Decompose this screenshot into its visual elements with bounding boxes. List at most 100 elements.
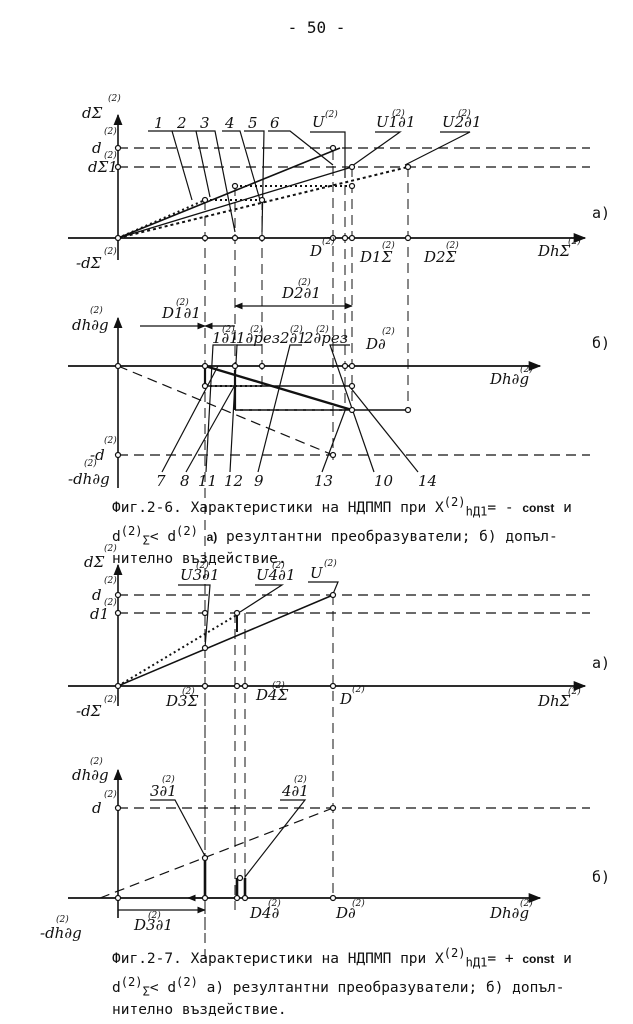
- fig7a-curve-u-label: U: [310, 564, 324, 582]
- figure-7-caption: Фиг.2-7. Характеристики на НДПМП при X(2…: [112, 946, 572, 1019]
- fig6b-label-1drez: 1∂рез: [236, 329, 280, 347]
- svg-text:(2): (2): [162, 774, 175, 785]
- fig6a-dotted-curve: [117, 199, 206, 239]
- svg-text:(2): (2): [104, 246, 117, 257]
- fig6a-callout-5: 5: [248, 114, 258, 132]
- svg-text:(2): (2): [104, 597, 117, 608]
- svg-text:(2): (2): [382, 326, 395, 337]
- fig6a-callout-2-leader: [172, 130, 211, 198]
- fig6a-callout-4-leader: [222, 130, 261, 201]
- fig6b-callout-7: 7: [156, 472, 166, 490]
- fig6b-callout-9-leader: [257, 344, 302, 473]
- fig7a-u4-leader: [239, 584, 285, 613]
- fig6a-callout-5-leader: [244, 130, 265, 233]
- fig6b-diag-dashed: [117, 365, 334, 456]
- fig7b-ytick-neg: -dh∂g: [40, 924, 82, 942]
- fig6a-curve-u-label: U: [312, 113, 326, 131]
- fig7b-label-dd: D∂: [335, 904, 356, 922]
- fig6a-callout-3-leader: [196, 130, 236, 233]
- fig6a-u2-leader: [404, 131, 471, 166]
- svg-text:(2): (2): [325, 109, 338, 120]
- fig6a-x-label: DhΣ: [537, 242, 571, 260]
- fig7b-ytick-d: d: [92, 799, 102, 817]
- fig7b-4d1-leader: [244, 799, 307, 878]
- fig6a-callout-2: 2: [176, 114, 187, 132]
- svg-text:(2): (2): [458, 108, 471, 119]
- fig6b-label-2drez: 2∂рез: [303, 329, 348, 347]
- fig6b-ytick-neg-d: -d: [90, 446, 105, 464]
- svg-text:(2): (2): [392, 108, 405, 119]
- fig6-panel-a: [68, 113, 590, 930]
- fig6a-callout-4: 4: [224, 114, 235, 132]
- fig6a-curve-u2-label: U2∂1: [442, 113, 482, 131]
- fig6b-callout-12-leader: [229, 344, 262, 473]
- fig7a-labels: dΣ (2) d (2) d1 (2) -dΣ (2) DhΣ (2) D3Σ …: [76, 543, 610, 720]
- fig6b-ytick-neg: -dh∂g: [68, 470, 110, 488]
- svg-text:(2): (2): [568, 236, 581, 247]
- fig6b-label-1d1: 1∂1: [212, 329, 239, 347]
- svg-text:(2): (2): [520, 364, 533, 375]
- svg-text:(2): (2): [268, 898, 281, 909]
- fig6a-callout-6-leader: [268, 130, 334, 166]
- fig6a-xtick-d: D: [309, 242, 322, 260]
- fig6a-u1-leader: [351, 131, 402, 167]
- fig7b-x-label: Dh∂g: [489, 904, 529, 922]
- fig7b-label-3d1: 3∂1: [150, 782, 177, 800]
- fig7a-y-label: dΣ: [84, 553, 105, 571]
- svg-text:(2): (2): [568, 686, 581, 697]
- fig6b-callout-14: 14: [418, 472, 437, 490]
- page-number: - 50 -: [287, 18, 346, 37]
- fig7a-ytick-neg: -dΣ: [76, 702, 102, 720]
- svg-text:(2): (2): [382, 240, 395, 251]
- fig6b-callout-14-leader: [349, 386, 419, 473]
- fig7b-3d1-leader: [150, 799, 206, 857]
- svg-text:(2): (2): [290, 324, 303, 335]
- svg-text:(2): (2): [104, 694, 117, 705]
- svg-text:(2): (2): [250, 324, 263, 335]
- fig6b-y-label: dh∂g: [72, 316, 109, 334]
- svg-text:(2): (2): [84, 458, 97, 469]
- svg-text:(2): (2): [196, 560, 209, 571]
- svg-text:(2): (2): [90, 305, 103, 316]
- fig6b-labels: dh∂g (2) -d (2) -dh∂g (2) Dh∂g (2) D1∂1 …: [68, 277, 610, 490]
- svg-text:(2): (2): [176, 297, 189, 308]
- svg-text:(2): (2): [104, 575, 117, 586]
- fig6a-xtick-d1s: D1Σ: [359, 248, 393, 266]
- fig7b-pane-label: б): [592, 868, 610, 886]
- fig6b-callout-7-leader: [161, 365, 219, 473]
- svg-text:(2): (2): [104, 543, 117, 554]
- fig7-panel-a: [68, 563, 590, 960]
- svg-text:(2): (2): [322, 236, 335, 247]
- svg-text:(2): (2): [446, 240, 459, 251]
- fig7a-curve-u4-label: U4∂1: [256, 566, 296, 584]
- svg-text:(2): (2): [148, 910, 161, 921]
- fig7a-ytick-d: d: [92, 586, 102, 604]
- fig6a-u-leader: [310, 131, 346, 178]
- fig6b-callout-13-leader: [321, 407, 347, 473]
- fig7b-label-d3: D3∂1: [133, 916, 173, 934]
- svg-text:(2): (2): [104, 789, 117, 800]
- fig6b-callout-10-leader: [329, 344, 375, 473]
- svg-text:(2): (2): [324, 558, 337, 569]
- fig7a-pane-label: а): [592, 654, 610, 672]
- fig6a-xtick-d2s: D2Σ: [423, 248, 457, 266]
- svg-text:(2): (2): [294, 774, 307, 785]
- svg-text:(2): (2): [182, 686, 195, 697]
- fig6b-callout-12: 12: [224, 472, 243, 490]
- fig6a-callout-3: 3: [200, 114, 210, 132]
- fig7b-y-label: dh∂g: [72, 766, 109, 784]
- svg-text:(2): (2): [352, 684, 365, 695]
- svg-text:(2): (2): [222, 324, 235, 335]
- fig7-panel-b: [68, 768, 590, 918]
- fig6b-callout-11: 11: [198, 472, 217, 490]
- fig7a-dotted: [117, 612, 241, 687]
- fig6b-callout-11-leader: [205, 344, 238, 473]
- fig6a-callout-6: 6: [270, 114, 280, 132]
- fig6a-labels: dΣ (2) d (2) dΣ1 (2) -dΣ (2) DhΣ (2) D (…: [76, 93, 610, 272]
- fig6a-curve-u: [117, 147, 341, 239]
- fig7a-xtick-d4s: D4Σ: [255, 686, 289, 704]
- svg-text:(2): (2): [90, 756, 103, 767]
- svg-text:(2): (2): [352, 898, 365, 909]
- fig6b-thick-1: [204, 364, 353, 412]
